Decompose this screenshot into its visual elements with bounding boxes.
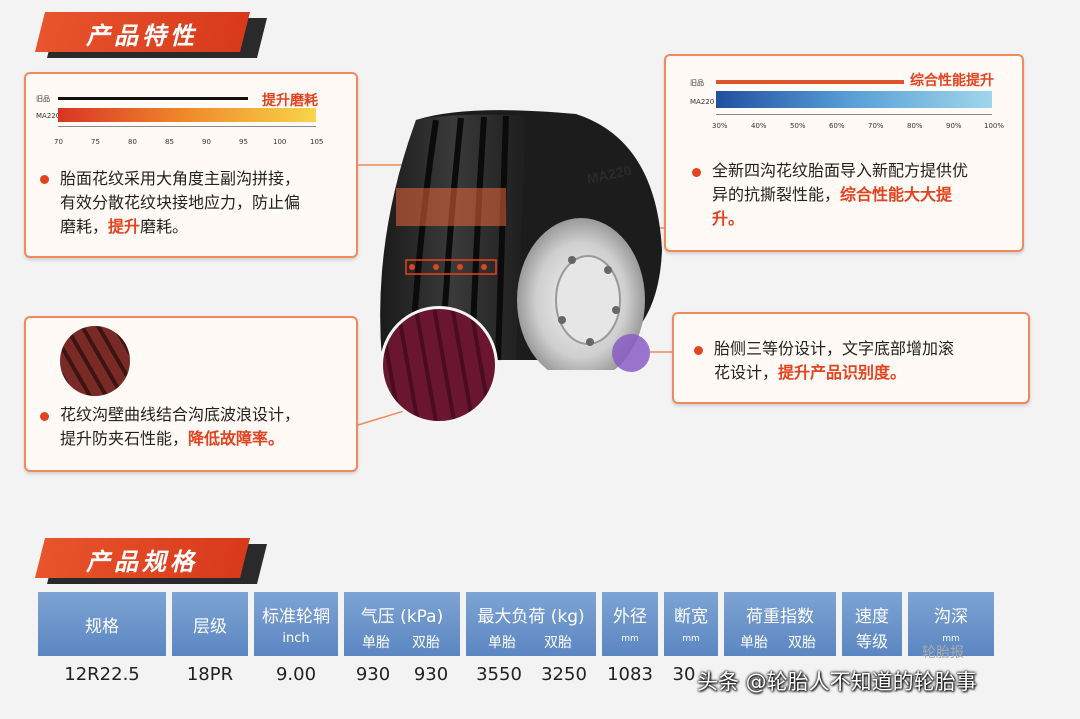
header-pressure: 气压 (kPa) 单胎 双胎	[344, 592, 460, 656]
tick: 90%	[946, 122, 962, 130]
groove-detail-image	[60, 326, 130, 396]
header-section-width: 断宽 mm	[664, 592, 718, 656]
features-section-header: 产品特性	[35, 12, 267, 58]
bar-new	[716, 91, 992, 108]
watermark: 头条 @轮胎人不知道的轮胎事	[697, 670, 977, 694]
tick: 75	[91, 138, 100, 146]
tick: 90	[202, 138, 211, 146]
tick: 80%	[907, 122, 923, 130]
header-outer-diameter: 外径 mm	[602, 592, 658, 656]
header-ply: 层级	[172, 592, 248, 656]
tick: 95	[239, 138, 248, 146]
tick: 70	[54, 138, 63, 146]
tear-text-line: 异的抗撕裂性能，综合性能大大提	[712, 185, 953, 204]
bullet	[40, 412, 49, 421]
tick: 50%	[790, 122, 806, 130]
cell-outer-diameter: 1083	[607, 664, 653, 685]
features-header-title: 产品特性	[86, 22, 198, 50]
watermark-small: 轮胎报	[922, 645, 964, 661]
bar-old	[716, 80, 904, 84]
bullet	[692, 168, 701, 177]
wear-text-line: 胎面花纹采用大角度主副沟拼接，	[60, 169, 301, 188]
header-load: 最大负荷 (kg) 单胎 双胎	[466, 592, 596, 656]
cell-pressure-dual: 930	[413, 664, 449, 685]
stone-text-line: 花纹沟壁曲线结合沟底波浪设计，	[60, 405, 301, 424]
tear-text-line: 全新四沟花纹胎面导入新配方提供优	[712, 161, 969, 180]
bullet	[40, 175, 49, 184]
chart-label-new: MA220	[690, 98, 715, 106]
performance-annotation: 综合性能提升	[910, 73, 994, 89]
wear-text-line: 有效分散花纹块接地应力，防止偏	[60, 193, 301, 212]
chart-label-old: 旧品	[36, 95, 50, 103]
wear-feature-box: 旧品 MA220 提升磨耗 70 75 80 85 90 95 100 105 …	[24, 72, 358, 258]
chart-axis	[716, 114, 992, 115]
sidewall-zoom-circle	[612, 334, 650, 372]
sidewall-text-line: 花设计，提升产品识别度。	[714, 363, 907, 382]
specs-header-title: 产品规格	[86, 548, 198, 576]
chart-axis	[58, 126, 316, 127]
sidewall-feature-box: 胎侧三等份设计，文字底部增加滚 花设计，提升产品识别度。	[672, 312, 1030, 404]
header-rim: 标准轮辋 inch	[254, 592, 338, 656]
bullet	[694, 346, 703, 355]
cell-rim: 9.00	[275, 664, 317, 685]
stone-highlight: 降低故障率。	[188, 429, 285, 448]
header-size: 规格	[38, 592, 166, 656]
stone-feature-box: 花纹沟壁曲线结合沟底波浪设计， 提升防夹石性能，降低故障率。	[24, 316, 358, 472]
cell-ply: 18PR	[186, 664, 234, 685]
bar-new	[58, 108, 316, 122]
wear-text-line: 磨耗，提升磨耗。	[60, 217, 189, 236]
header-speed-rating: 速度 等级	[842, 592, 902, 656]
tick: 80	[128, 138, 137, 146]
tear-feature-box: 旧品 MA220 综合性能提升 30% 40% 50% 60% 70% 80% …	[664, 54, 1024, 252]
header-tread-depth: 沟深 mm	[908, 592, 994, 656]
tear-highlight: 综合性能大大提	[840, 185, 953, 204]
tread-zoom-circle	[380, 306, 498, 424]
chart-label-old: 旧品	[690, 79, 704, 87]
tick: 70%	[868, 122, 884, 130]
tick: 105	[310, 138, 324, 146]
tick: 100	[273, 138, 287, 146]
cell-load-dual: 3250	[541, 664, 587, 685]
wear-highlight: 提升	[108, 217, 141, 236]
tick: 30%	[712, 122, 728, 130]
sidewall-highlight: 提升产品识别度。	[778, 363, 907, 382]
cell-pressure-single: 930	[355, 664, 391, 685]
sidewall-text-line: 胎侧三等份设计，文字底部增加滚	[714, 339, 955, 358]
performance-comparison-chart: 旧品 MA220 综合性能提升 30% 40% 50% 60% 70% 80% …	[684, 66, 1014, 136]
header-load-index: 荷重指数 单胎 双胎	[724, 592, 836, 656]
cell-load-single: 3550	[476, 664, 522, 685]
tick: 40%	[751, 122, 767, 130]
wear-annotation: 提升磨耗	[262, 93, 318, 109]
stone-text-line: 提升防夹石性能，降低故障率。	[60, 429, 285, 448]
chart-label-new: MA220	[36, 112, 61, 120]
tick: 60%	[829, 122, 845, 130]
tick: 85	[165, 138, 174, 146]
tear-text-line: 升。	[712, 209, 745, 228]
tire-illustration: MA220	[376, 110, 666, 424]
bar-old	[58, 97, 248, 100]
cell-section-width: 30	[672, 664, 696, 685]
specs-section-header: 产品规格	[35, 538, 267, 584]
wear-comparison-chart: 旧品 MA220 提升磨耗 70 75 80 85 90 95 100 105	[32, 84, 352, 154]
cell-size: 12R22.5	[64, 664, 140, 685]
tick: 100%	[984, 122, 1005, 130]
